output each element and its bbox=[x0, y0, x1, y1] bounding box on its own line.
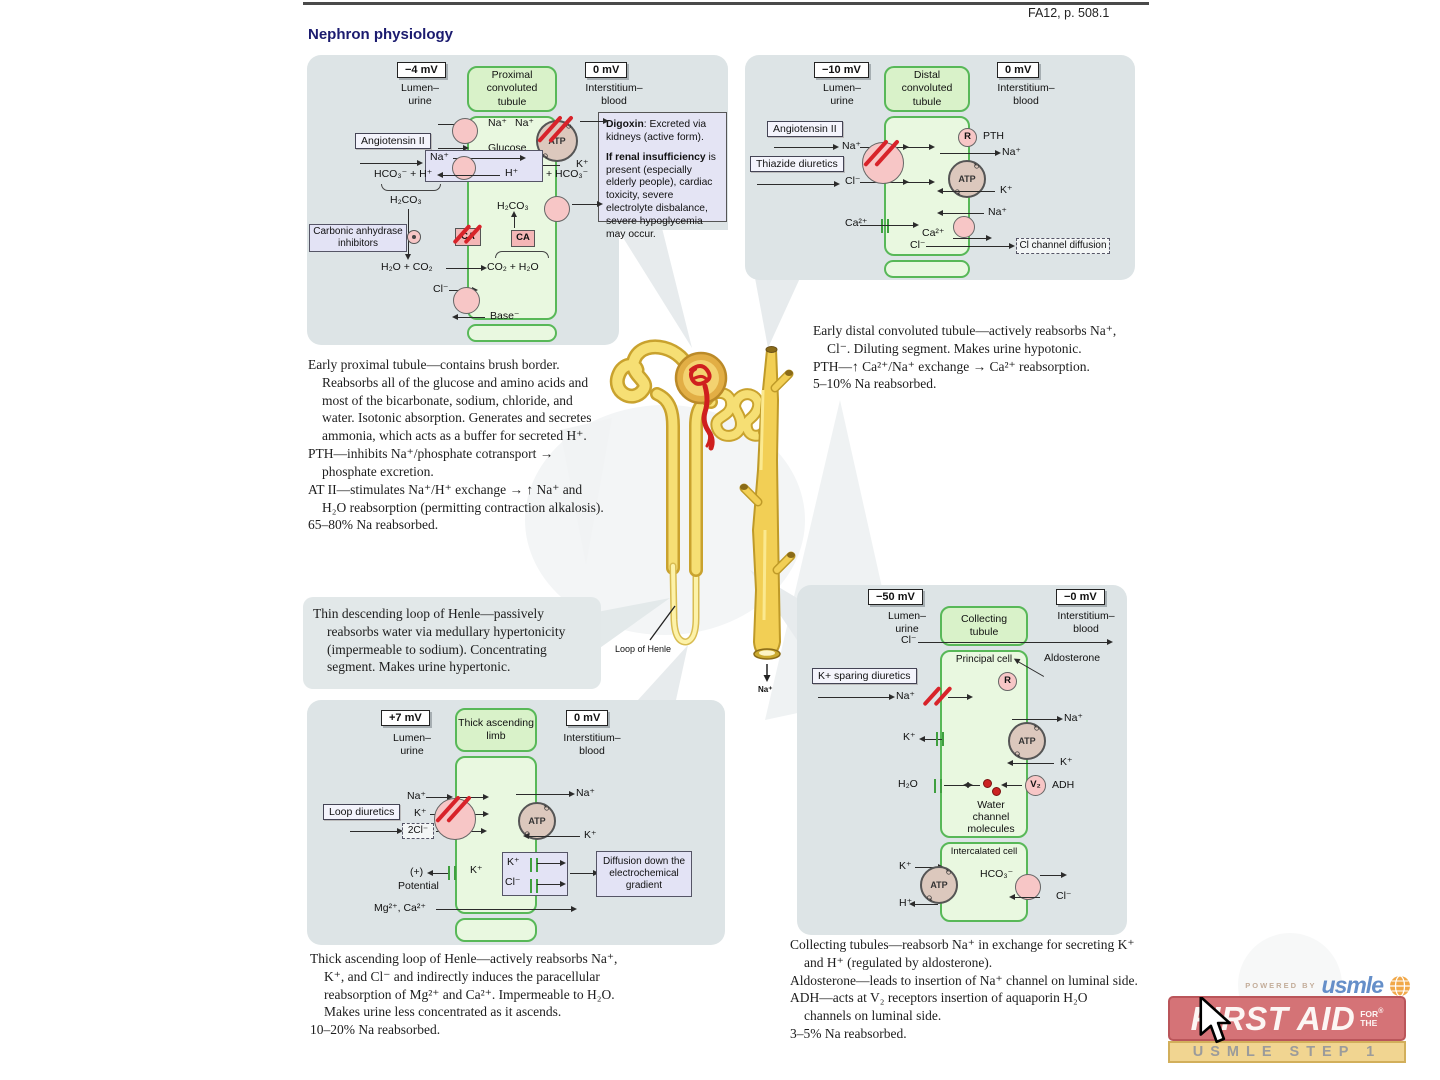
thick-limb-header: Thick ascending limb bbox=[455, 708, 537, 752]
note-paragraph: Collecting tubules—reabsorb Na⁺ in excha… bbox=[790, 937, 1135, 970]
collecting-lumen-label: Lumen– urine bbox=[888, 610, 926, 636]
collecting-interstitium-label: Interstitium– blood bbox=[1057, 610, 1115, 636]
distal-interstitium-label: Interstitium– blood bbox=[997, 82, 1055, 108]
collecting-duct-branches bbox=[739, 369, 796, 575]
note-paragraph: ADH—acts at V₂ receptors insertion of aq… bbox=[790, 990, 1088, 1024]
glomerulus-capillaries bbox=[689, 364, 715, 451]
note-paragraph: AT II—stimulates Na⁺/H⁺ exchange → ↑ Na⁺… bbox=[308, 481, 604, 515]
distal-blood-voltage: 0 mV bbox=[997, 62, 1040, 78]
proximal-tubule-cell-next bbox=[467, 324, 557, 342]
proximal-blood-voltage: 0 mV bbox=[585, 62, 628, 78]
note-paragraph: 65–80% Na reabsorbed. bbox=[308, 517, 439, 533]
digoxin-text: : Excreted via kidneys (active form). bbox=[606, 119, 707, 143]
registered-mark: ® bbox=[1378, 1008, 1384, 1016]
usmle-logo-text: usmle bbox=[1321, 972, 1384, 998]
note-paragraph: Thick ascending loop of Henle—actively r… bbox=[310, 951, 618, 1020]
distal-lumen-label: Lumen– urine bbox=[823, 82, 861, 108]
thick-limb-cell bbox=[455, 756, 537, 914]
proximal-panel-lower bbox=[307, 230, 619, 345]
distal-tubule-header: Distal convoluted tubule bbox=[884, 66, 970, 112]
usmle-globe-icon bbox=[1390, 974, 1410, 997]
note-paragraph: 5–10% Na reabsorbed. bbox=[813, 376, 937, 392]
note-thin-descending: Thin descending loop of Henle—passively … bbox=[313, 605, 591, 676]
note-paragraph: PTH—↑ Ca²⁺/Na⁺ exchange → Ca²⁺ reabsorpt… bbox=[813, 358, 1090, 374]
note-paragraph: Early distal convoluted tubule—actively … bbox=[813, 323, 1117, 356]
the-label: THE bbox=[1360, 1018, 1378, 1029]
distal-tubule-cell bbox=[884, 116, 970, 256]
note-early-proximal: Early proximal tubule—contains brush bor… bbox=[308, 356, 608, 534]
thin-descending-note-panel: Thin descending loop of Henle—passively … bbox=[303, 597, 601, 689]
principal-cell-label: Principal cell bbox=[955, 654, 1013, 665]
note-paragraph: Thin descending loop of Henle—passively … bbox=[313, 606, 566, 675]
thick-interstitium-label: Interstitium– blood bbox=[563, 732, 621, 758]
usmle-step1-bar: USMLE STEP 1 bbox=[1168, 1041, 1406, 1063]
proximal-lumen-voltage: −4 mV bbox=[397, 62, 446, 78]
note-paragraph: 3–5% Na reabsorbed. bbox=[790, 1026, 907, 1042]
distal-lumen-voltage: −10 mV bbox=[814, 62, 869, 78]
mouse-cursor bbox=[1199, 997, 1231, 1044]
collecting-lumen-voltage: −50 mV bbox=[868, 589, 923, 605]
digoxin-bold: If renal insufficiency bbox=[606, 151, 706, 163]
loop-of-henle-label: Loop of Henle bbox=[615, 644, 671, 654]
principal-cell bbox=[940, 650, 1028, 838]
proximal-lumen-label: Lumen– urine bbox=[401, 82, 439, 108]
for-the-label: FOR® THE bbox=[1360, 1008, 1383, 1029]
note-collecting: Collecting tubules—reabsorb Na⁺ in excha… bbox=[790, 936, 1138, 1043]
page-title: Nephron physiology bbox=[308, 26, 454, 43]
note-paragraph: 10–20% Na reabsorbed. bbox=[310, 1022, 441, 1038]
for-label: FOR bbox=[1360, 1009, 1379, 1020]
top-rule bbox=[303, 2, 1149, 5]
powered-by-label: POWERED BY bbox=[1245, 981, 1317, 990]
proximal-tubule-header: Proximal convoluted tubule bbox=[467, 66, 557, 112]
digoxin-note-box: Digoxin: Excreted via kidneys (active fo… bbox=[598, 112, 727, 240]
thick-lumen-voltage: +7 mV bbox=[381, 710, 430, 726]
intercalated-cell-label: Intercalated cell bbox=[950, 846, 1018, 857]
note-early-distal: Early distal convoluted tubule—actively … bbox=[813, 322, 1128, 393]
thick-lumen-label: Lumen– urine bbox=[393, 732, 431, 758]
digoxin-bold: Digoxin bbox=[606, 119, 644, 130]
nephron-illustration: Loop of Henle Na⁺ bbox=[609, 339, 796, 694]
collecting-tubule-header: Collecting tubule bbox=[940, 606, 1028, 646]
thick-limb-cell-next bbox=[455, 918, 537, 942]
distal-tubule-cell-next bbox=[884, 260, 970, 278]
note-thick-ascending: Thick ascending loop of Henle—actively r… bbox=[310, 950, 622, 1039]
digoxin-text: is present (especially elderly people), … bbox=[606, 151, 716, 240]
collecting-blood-voltage: −0 mV bbox=[1056, 589, 1105, 605]
thick-blood-voltage: 0 mV bbox=[566, 710, 609, 726]
note-paragraph: PTH—inhibits Na⁺/phosphate cotransport →… bbox=[308, 446, 554, 479]
proximal-tubule-cell bbox=[467, 116, 557, 320]
proximal-interstitium-label: Interstitium– blood bbox=[585, 82, 643, 108]
note-paragraph: Aldosterone—leads to insertion of Na⁺ ch… bbox=[790, 972, 1138, 988]
note-paragraph: Early proximal tubule—contains brush bor… bbox=[308, 357, 592, 444]
page-reference: FA12, p. 508.1 bbox=[1028, 6, 1110, 20]
na-outflow-label: Na⁺ bbox=[758, 685, 772, 694]
